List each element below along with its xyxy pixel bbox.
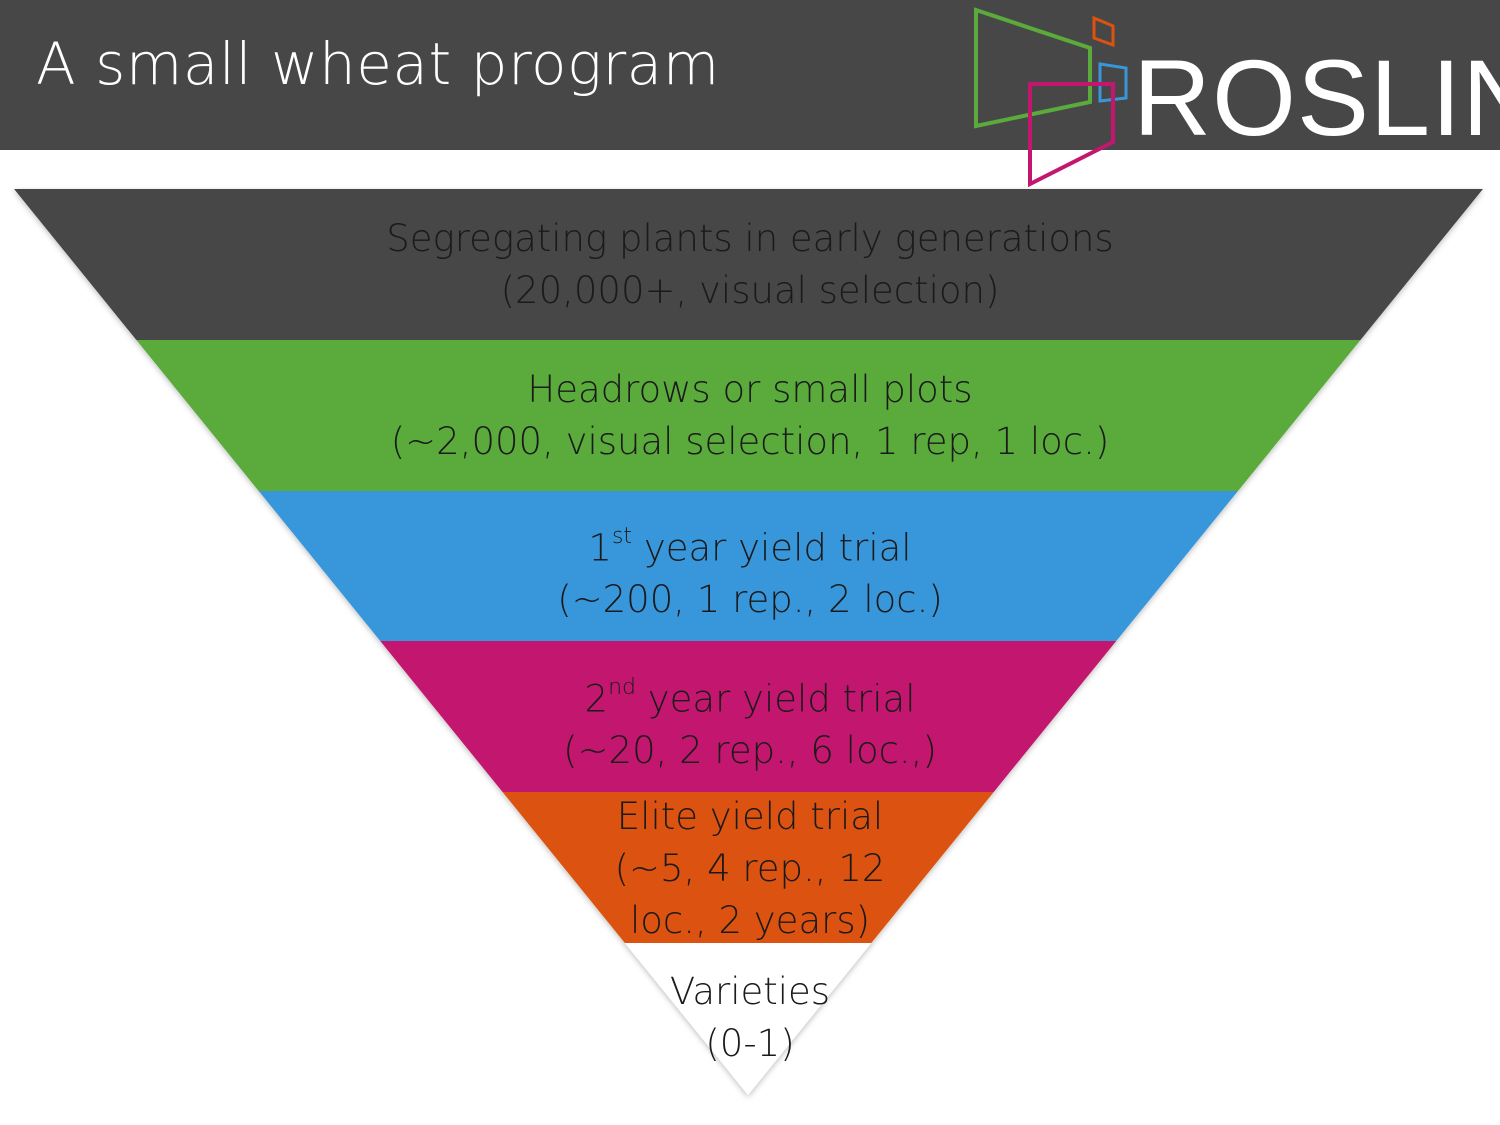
stage-5-detail-1: (~5, 4 rep., 12 bbox=[614, 847, 886, 890]
stage-3-detail: (~200, 1 rep., 2 loc.) bbox=[557, 578, 943, 622]
stage-1-title: Segregating plants in early generations bbox=[386, 217, 1114, 260]
stage-1-label: Segregating plants in early generations … bbox=[250, 213, 1250, 317]
stage-6-label: Varieties (0-1) bbox=[250, 966, 1250, 1070]
funnel-band-3 bbox=[258, 491, 1239, 641]
stage-3-title-rest: year yield trial bbox=[632, 526, 912, 570]
stage-5-detail-2: loc., 2 years) bbox=[629, 899, 871, 942]
stage-4-title: 2nd year yield trial bbox=[250, 666, 1250, 725]
stage-5-label: Elite yield trial (~5, 4 rep., 12 loc., … bbox=[250, 791, 1250, 947]
logo-text: ROSLIN bbox=[1133, 37, 1500, 158]
stage-3-ordinal: st bbox=[611, 524, 633, 549]
funnel-band-1 bbox=[14, 189, 1483, 340]
stage-6-title: Varieties bbox=[669, 970, 831, 1013]
stage-3-title: 1st year yield trial bbox=[250, 515, 1250, 574]
stage-5-title: Elite yield trial bbox=[616, 795, 884, 838]
funnel-band-5 bbox=[502, 792, 994, 943]
stage-3-label: 1st year yield trial (~200, 1 rep., 2 lo… bbox=[250, 515, 1250, 626]
roslin-logo-icon bbox=[974, 7, 1128, 188]
page-title: A small wheat program bbox=[36, 30, 720, 98]
stage-4-title-rest: year yield trial bbox=[635, 677, 916, 721]
funnel-band-2 bbox=[136, 340, 1361, 491]
logo-pink-frame bbox=[1028, 82, 1115, 188]
logo-green-frame bbox=[974, 7, 1092, 129]
stage-2-label: Headrows or small plots (~2,000, visual … bbox=[250, 364, 1250, 468]
stage-4-detail: (~20, 2 rep., 6 loc.,) bbox=[563, 729, 937, 773]
stage-4-label: 2nd year yield trial (~20, 2 rep., 6 loc… bbox=[250, 666, 1250, 777]
funnel-band-4 bbox=[380, 641, 1117, 792]
funnel-band-6 bbox=[624, 943, 872, 1095]
stage-1-detail: (20,000+, visual selection) bbox=[500, 269, 1000, 312]
stage-2-title: Headrows or small plots bbox=[527, 368, 973, 411]
stage-4-num: 2 bbox=[584, 677, 609, 721]
stage-3-num: 1 bbox=[588, 526, 612, 570]
logo-blue-frame bbox=[1098, 62, 1128, 103]
header-bar bbox=[0, 0, 1500, 150]
stage-6-detail: (0-1) bbox=[705, 1022, 795, 1065]
stage-2-detail: (~2,000, visual selection, 1 rep, 1 loc.… bbox=[390, 420, 1110, 463]
stage-4-ordinal: nd bbox=[608, 675, 636, 700]
logo-orange-frame bbox=[1092, 15, 1115, 48]
